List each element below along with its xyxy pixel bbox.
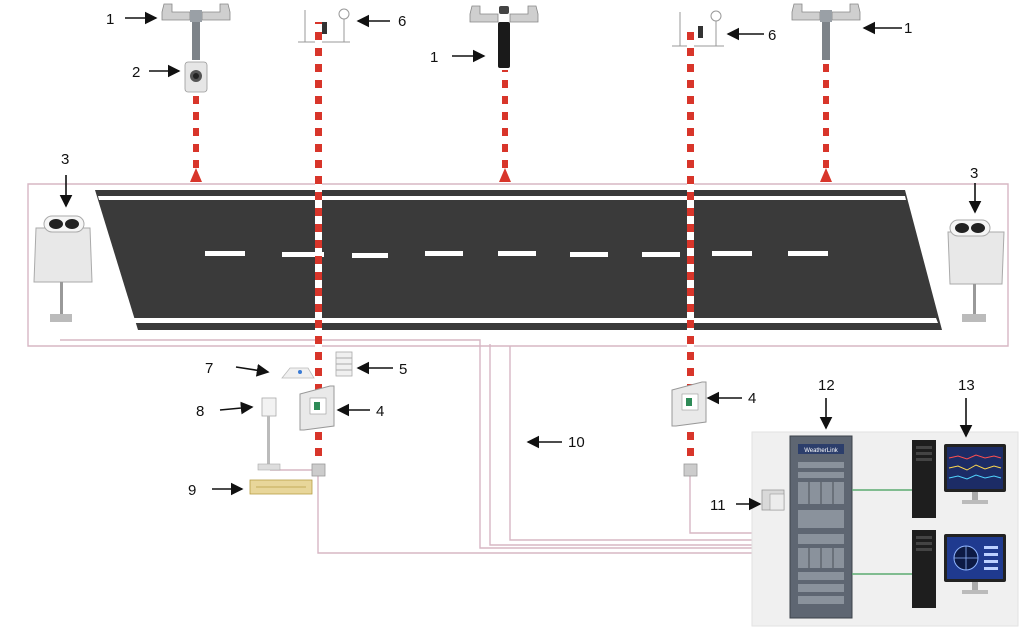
- present-weather-sensor: [249, 479, 313, 495]
- mast-base-left: [190, 168, 202, 182]
- callout-6-right: 6: [768, 27, 776, 44]
- runway-centerline: [205, 251, 828, 258]
- road-sensor-icon: [281, 367, 315, 379]
- cabinet-left: [299, 385, 335, 431]
- tall-pole-right: [672, 10, 724, 477]
- runway-surface: [95, 190, 942, 330]
- weather-station-icon: [335, 351, 353, 377]
- tower-computer-icon: [912, 530, 936, 608]
- wind-mast-right: [823, 62, 829, 170]
- callout-9: 9: [188, 482, 196, 499]
- ups-icon: [761, 489, 785, 511]
- callout-1-right: 1: [904, 20, 912, 37]
- callout-1-center: 1: [430, 49, 438, 66]
- rain-gauge-icon: [257, 397, 281, 471]
- callout-7: 7: [205, 360, 213, 377]
- cable-network: [27, 183, 1009, 554]
- visibility-sensor-left: [33, 215, 93, 322]
- camera-icon: [184, 61, 208, 93]
- callout-4-right: 4: [748, 390, 756, 407]
- cable-left-sensor-b: [489, 344, 790, 546]
- rain-gauge: [257, 397, 281, 471]
- visibility-sensor-icon: [947, 219, 1005, 285]
- monitor-icon: [944, 444, 1006, 504]
- wind-sensor-left: [161, 3, 231, 182]
- callout-11: 11: [710, 497, 726, 514]
- wind-sensor-icon: [791, 3, 861, 60]
- workstation-bottom: [912, 530, 1006, 608]
- workstation-top: [912, 440, 1006, 518]
- weather-station: [335, 351, 353, 377]
- ups-unit: [761, 489, 785, 511]
- monitor-icon: [944, 534, 1006, 594]
- visibility-sensor-right: [947, 219, 1005, 322]
- antenna-icon: [298, 8, 350, 43]
- wind-mast-center: [502, 70, 508, 170]
- runway-edge-bottom: [134, 318, 938, 323]
- callout-8: 8: [196, 403, 204, 420]
- callout-3-right: 3: [970, 165, 978, 182]
- callout-6-left: 6: [398, 13, 406, 30]
- callout-10: 10: [568, 434, 585, 451]
- callout-arrows: [59, 11, 982, 511]
- cable-left-cabinet: [317, 470, 790, 554]
- rack-badge: WeatherLink: [804, 448, 839, 454]
- pole-foot-right: [683, 463, 698, 477]
- cable-left-sensor: [60, 339, 790, 549]
- cabinet-right: [671, 381, 707, 427]
- road-sensor: [281, 367, 315, 379]
- mast-base-right: [820, 168, 832, 182]
- wind-sensor-icon: [469, 5, 539, 68]
- callout-12: 12: [818, 377, 835, 394]
- runway: [95, 190, 942, 330]
- visibility-sensor-icon: [33, 215, 93, 283]
- tall-pole-left-mast: [315, 22, 322, 470]
- callout-2: 2: [132, 64, 140, 81]
- pole-foot-left: [311, 463, 326, 477]
- callout-labels: 1 2 6 1 6 1 3 3 7 5 8 4 4 10 9 11 12 13: [61, 11, 978, 514]
- callout-4-left: 4: [376, 403, 384, 420]
- antenna-icon: [672, 10, 724, 47]
- tower-computer-icon: [912, 440, 936, 518]
- cabinet-icon: [671, 381, 707, 427]
- cabinet-icon: [299, 385, 335, 431]
- cable-right-loop: [509, 346, 790, 541]
- tall-pole-right-mast: [687, 26, 694, 470]
- callout-1-left: 1: [106, 11, 114, 28]
- runway-edge-top: [98, 196, 906, 200]
- wind-mast-left: [193, 94, 199, 172]
- callout-3-left: 3: [61, 151, 69, 168]
- wind-sensor-right: [791, 3, 861, 182]
- control-room: WeatherLink: [751, 431, 1019, 627]
- link-lines: [852, 489, 912, 575]
- callout-5: 5: [399, 361, 407, 378]
- mast-base-center: [499, 168, 511, 182]
- cable-loop: [27, 183, 1009, 347]
- server-rack-icon: [789, 435, 853, 619]
- wind-sensor-icon: [161, 3, 231, 60]
- tall-pole-left: [298, 8, 350, 477]
- wind-sensor-center: [469, 5, 539, 182]
- server-rack: WeatherLink: [789, 435, 853, 619]
- callout-13: 13: [958, 377, 975, 394]
